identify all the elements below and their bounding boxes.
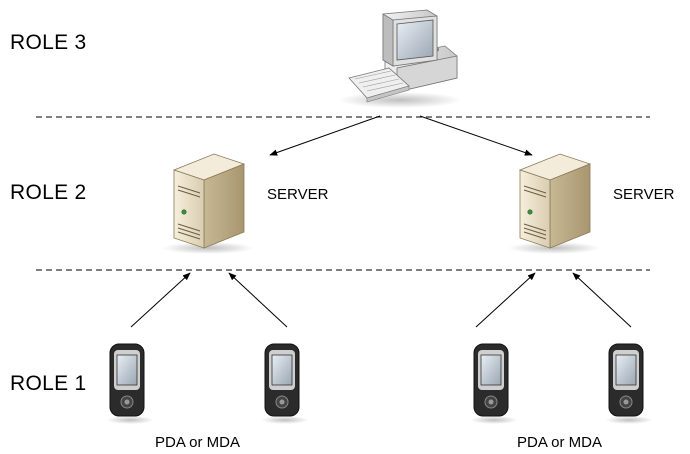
pda-icon — [261, 343, 309, 424]
left-device-group-label: PDA or MDA — [155, 434, 240, 451]
left-server-label: SERVER — [267, 186, 329, 203]
role-1-label: ROLE 1 — [10, 372, 87, 395]
desktop-computer-icon — [338, 9, 462, 108]
arrow-computer-to-left-server — [269, 115, 381, 156]
arrow-device3-to-right-server — [475, 272, 536, 328]
pda-icon — [605, 343, 653, 424]
arrow-computer-to-right-server — [419, 115, 533, 156]
right-server-label: SERVER — [613, 186, 675, 203]
role-2-label: ROLE 2 — [10, 181, 87, 204]
arrow-device4-to-right-server — [572, 272, 632, 328]
right-device-group-label: PDA or MDA — [517, 434, 602, 451]
pda-icon — [106, 343, 154, 424]
server-tower-icon — [508, 153, 600, 254]
server-tower-icon — [162, 153, 254, 254]
role-3-label: ROLE 3 — [10, 31, 87, 54]
pda-icon — [470, 343, 518, 424]
arrow-device1-to-left-server — [130, 272, 191, 328]
arrow-device2-to-left-server — [228, 272, 288, 328]
